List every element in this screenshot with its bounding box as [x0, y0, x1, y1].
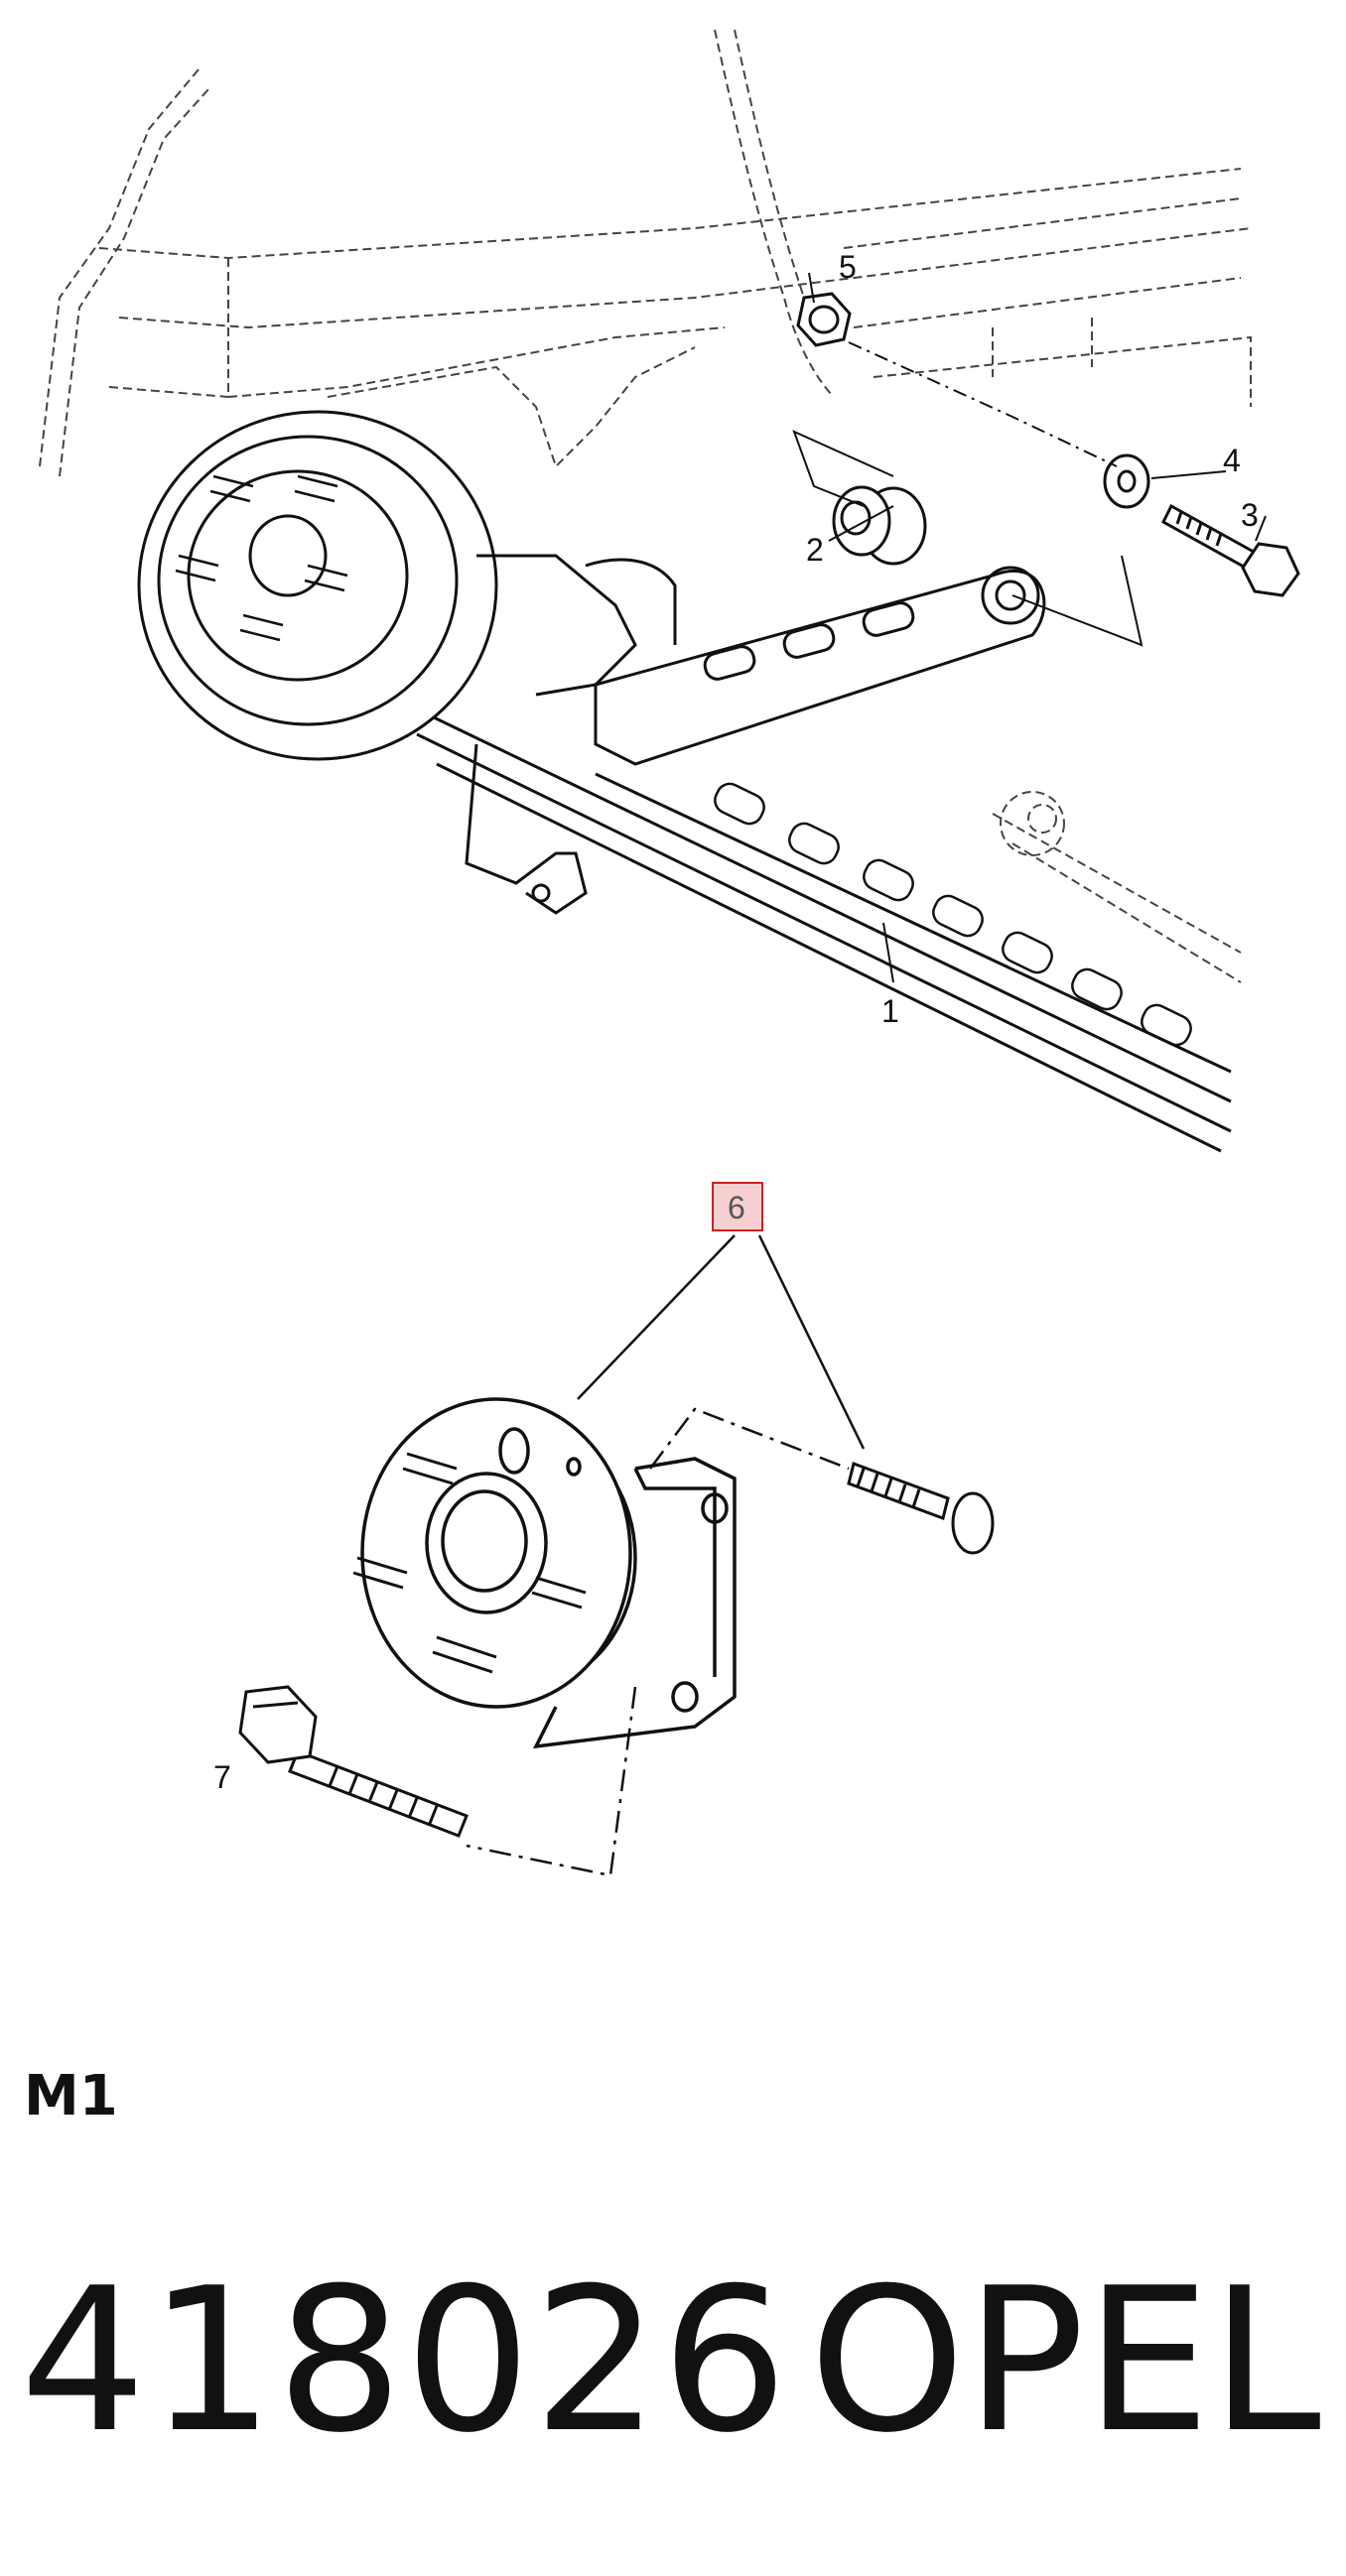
leader-lines-lower [466, 1234, 866, 1877]
callout-1: 1 [881, 993, 899, 1029]
trailing-arm [594, 566, 1046, 766]
flange-nut [796, 292, 852, 347]
hex-bolt-upper [1161, 503, 1300, 597]
washer [1103, 453, 1150, 509]
part-number: 418026 [20, 2246, 790, 2477]
brand-name: OPEL [809, 2246, 1321, 2477]
callout-3: 3 [1241, 497, 1259, 533]
vehicle-body-outline [39, 29, 1252, 983]
hex-bolt-lower [238, 1685, 469, 1838]
bush [832, 485, 927, 566]
wheel-hub-unit [352, 1397, 737, 1749]
callout-6: 6 [728, 1190, 745, 1225]
callout-4: 4 [1223, 443, 1241, 478]
axle-beam [406, 703, 1232, 1153]
callout-2: 2 [806, 532, 824, 568]
callout-7: 7 [213, 1759, 231, 1795]
section-code: M1 [24, 2064, 118, 2128]
brake-drum [137, 410, 677, 761]
wheel-stud [847, 1462, 995, 1555]
callout-6-highlight [712, 1182, 763, 1231]
leader-lines-upper [792, 272, 1267, 983]
callout-5: 5 [839, 249, 857, 285]
